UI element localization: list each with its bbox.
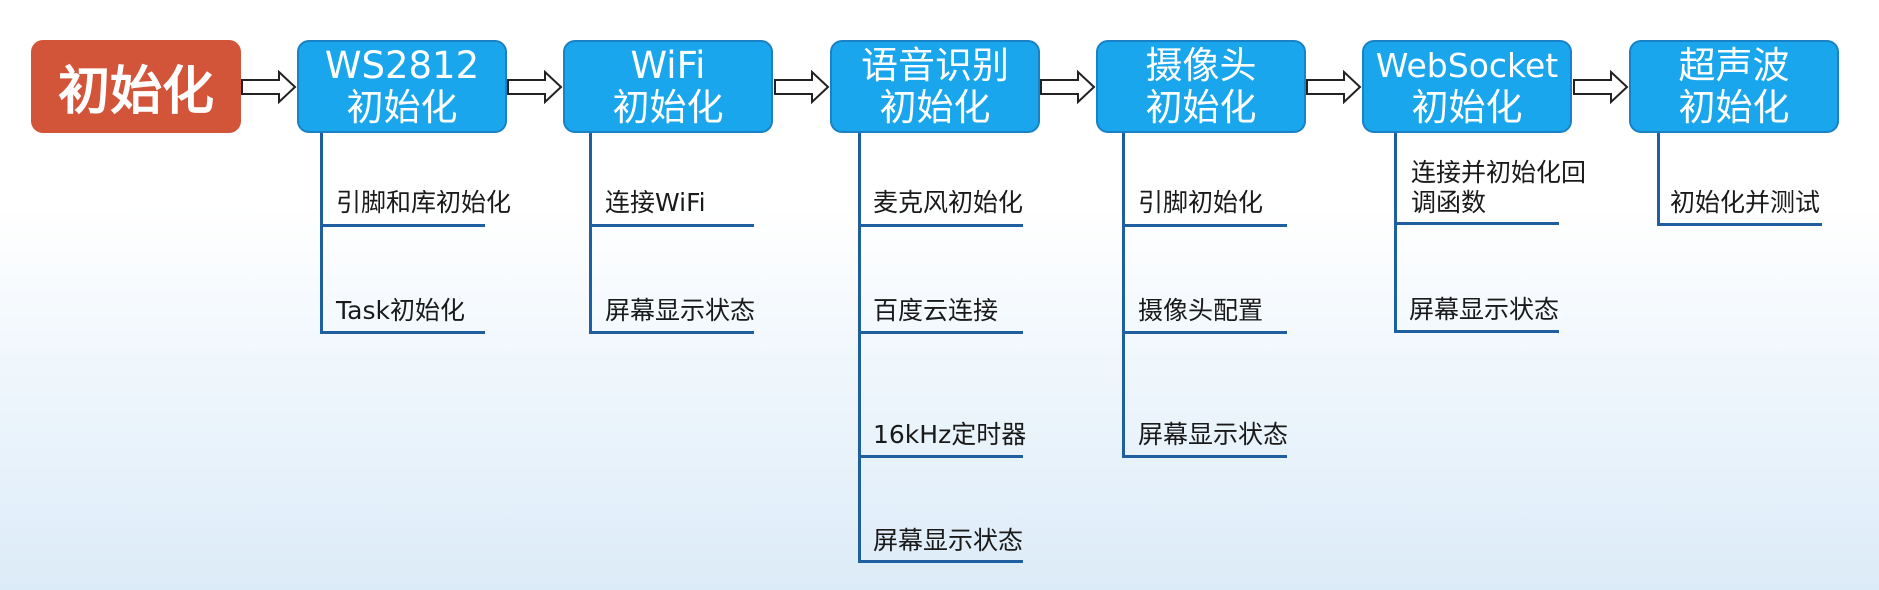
step-subtitle: 初始化 xyxy=(612,85,724,129)
sub-step-label: 屏幕显示状态 xyxy=(1138,420,1289,449)
sub-step-underline xyxy=(858,224,1023,227)
branch-line xyxy=(1394,133,1397,333)
step-subtitle: 初始化 xyxy=(346,85,458,129)
step-title: WS2812 xyxy=(324,43,480,87)
step-title: 摄像头 xyxy=(1145,43,1257,87)
sub-step-underline xyxy=(1122,455,1287,458)
sub-step-underline xyxy=(1394,330,1559,333)
sub-step-underline xyxy=(1657,223,1822,226)
sub-step-underline xyxy=(1122,224,1287,227)
flow-arrow-icon xyxy=(1573,70,1629,104)
flow-arrow-icon xyxy=(774,70,830,104)
start-node: 初始化 xyxy=(31,40,241,133)
flow-arrow-icon xyxy=(241,70,297,104)
sub-step-label: 百度云连接 xyxy=(873,296,999,325)
sub-step-underline xyxy=(1394,222,1559,225)
sub-step-label: 屏幕显示状态 xyxy=(605,296,756,325)
sub-step-label: 屏幕显示状态 xyxy=(1409,295,1560,324)
sub-step-label: 连接并初始化回调函数 xyxy=(1411,158,1587,217)
sub-step-label: 16kHz定时器 xyxy=(873,420,1027,449)
step-subtitle: 初始化 xyxy=(1678,85,1790,129)
sub-step-label: 摄像头配置 xyxy=(1138,296,1264,325)
step-title: WiFi xyxy=(630,43,706,87)
flow-arrow-icon xyxy=(507,70,563,104)
branch-line xyxy=(320,133,323,334)
step-title: WebSocket xyxy=(1375,45,1559,85)
sub-step-underline xyxy=(858,331,1023,334)
sub-step-underline xyxy=(589,224,754,227)
step-wifi-node: WiFi 初始化 xyxy=(563,40,773,133)
step-subtitle: 初始化 xyxy=(1411,85,1523,129)
sub-step-underline xyxy=(858,455,1023,458)
step-subtitle: 初始化 xyxy=(879,85,991,129)
sub-step-underline xyxy=(320,224,485,227)
branch-line xyxy=(858,133,861,563)
sub-step-label: Task初始化 xyxy=(336,296,465,325)
sub-step-label: 引脚初始化 xyxy=(1138,188,1264,217)
sub-step-underline xyxy=(320,331,485,334)
step-ws2812-node: WS2812 初始化 xyxy=(297,40,507,133)
step-camera-node: 摄像头 初始化 xyxy=(1096,40,1306,133)
sub-step-label: 屏幕显示状态 xyxy=(873,526,1024,555)
sub-step-underline xyxy=(1122,331,1287,334)
step-subtitle: 初始化 xyxy=(1145,85,1257,129)
flow-arrow-icon xyxy=(1040,70,1096,104)
flow-arrow-icon xyxy=(1306,70,1362,104)
sub-step-underline xyxy=(858,560,1023,563)
sub-step-label: 初始化并测试 xyxy=(1670,188,1821,217)
step-title: 语音识别 xyxy=(861,43,1009,87)
sub-step-label: 引脚和库初始化 xyxy=(336,188,512,217)
branch-line xyxy=(1657,133,1660,226)
branch-line xyxy=(1122,133,1125,458)
step-websocket-node: WebSocket 初始化 xyxy=(1362,40,1572,133)
step-voice-node: 语音识别 初始化 xyxy=(830,40,1040,133)
sub-step-label: 麦克风初始化 xyxy=(873,188,1024,217)
step-ultrasonic-node: 超声波 初始化 xyxy=(1629,40,1839,133)
branch-line xyxy=(589,133,592,334)
sub-step-underline xyxy=(589,331,754,334)
sub-step-label: 连接WiFi xyxy=(605,188,706,217)
step-title: 超声波 xyxy=(1678,43,1790,87)
